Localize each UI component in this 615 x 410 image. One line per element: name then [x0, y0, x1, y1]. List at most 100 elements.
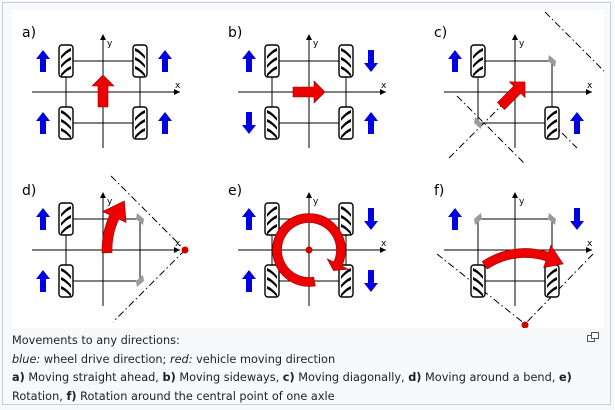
panel-b: b) x y — [228, 25, 387, 148]
panel-d-y-axis-head — [100, 192, 106, 198]
blue-text: wheel drive direction; — [40, 352, 170, 366]
panel-d-drive-arrow-rl — [36, 270, 50, 292]
panel-d-rail-2 — [112, 249, 186, 323]
caption-line-2: blue: wheel drive direction; red: vehicl… — [12, 351, 604, 370]
panel-a: a) x y — [22, 25, 181, 148]
item-b-key: b) — [162, 371, 176, 384]
item-b-text: Moving sideways, — [175, 371, 283, 384]
panel-b-y-label: y — [313, 39, 319, 49]
mecanum-diagram[interactable]: a)xyb)xyc)xyd)xye)xyf)xy — [12, 10, 604, 328]
panel-f-wheel-fl — [474, 213, 482, 225]
panel-c-rail-3 — [456, 95, 526, 165]
panel-d-wheel-fl — [58, 202, 74, 236]
panel-c-motion-arrow — [497, 81, 526, 110]
item-f-text: Rotation around the central point of one… — [76, 389, 335, 403]
panel-label-e: e) — [228, 183, 242, 199]
panel-a-wheel-fr — [132, 44, 148, 78]
panel-a-drive-arrow-rl — [36, 112, 50, 134]
panel-c-rail-2 — [544, 11, 604, 72]
panel-c-wheel-rr — [544, 106, 560, 140]
panel-c-x-label: x — [587, 81, 593, 91]
panel-e-wheel-rl — [264, 264, 280, 298]
panel-b-drive-arrow-fl — [242, 50, 256, 72]
caption-line-1: Movements to any directions: — [12, 334, 180, 347]
panel-b-drive-arrow-rl — [242, 112, 256, 134]
panel-b-y-axis-head — [306, 34, 312, 40]
panel-c-drive-arrow-fl — [448, 50, 462, 72]
enlarge-icon[interactable] — [587, 332, 599, 342]
panel-b-x-axis-head — [380, 89, 386, 95]
item-f-key: f) — [66, 389, 77, 403]
caption-line-3: a) Moving straight ahead, b) Moving side… — [12, 369, 604, 406]
panel-b-wheel-rr — [338, 106, 354, 140]
panel-e-y-axis-head — [306, 192, 312, 198]
panel-f-motion-arrow — [481, 244, 564, 270]
panel-f-drive-arrow-fl — [448, 208, 462, 230]
panel-e-drive-arrow-fl — [242, 208, 256, 230]
panel-f-y-label: y — [519, 197, 525, 207]
panel-d-x-axis-head — [174, 247, 180, 253]
blue-key: blue: — [12, 352, 41, 366]
panel-f-drive-arrow-fr — [570, 208, 584, 230]
panel-a-motion-arrow — [91, 74, 115, 108]
panel-label-f: f) — [434, 183, 444, 199]
item-e-key: e) — [558, 371, 572, 384]
panel-label-c: c) — [434, 25, 447, 41]
panel-d-drive-arrow-fl — [36, 208, 50, 230]
panel-a-drive-arrow-fl — [36, 50, 50, 72]
panel-a-x-axis-head — [174, 89, 180, 95]
panel-e-wheel-fr — [338, 202, 354, 236]
panel-e-x-label: x — [381, 239, 387, 249]
item-c-key: c) — [282, 371, 295, 384]
panel-d-pivot — [181, 246, 189, 254]
item-d-text: Moving around a bend, — [421, 371, 559, 384]
item-c-text: Moving diagonally, — [294, 371, 409, 384]
panel-c-x-axis-head — [586, 89, 592, 95]
panel-e-wheel-fl — [264, 202, 280, 236]
panel-c: c) x y — [434, 11, 604, 165]
panel-c-wheel-rl — [474, 117, 482, 129]
panel-c-y-label: y — [519, 39, 525, 49]
panel-a-wheel-fl — [58, 44, 74, 78]
panel-d-y-label: y — [107, 197, 113, 207]
panel-e-wheel-rr — [338, 264, 354, 298]
panel-b-drive-arrow-rr — [364, 112, 378, 134]
panel-e-motion-arrow — [272, 213, 350, 287]
item-e-text: Rotation, — [12, 389, 67, 403]
panel-b-wheel-fl — [264, 44, 280, 78]
panel-f-x-axis-head — [586, 247, 592, 253]
panel-b-wheel-fr — [338, 44, 354, 78]
item-d-key: d) — [408, 371, 422, 384]
panel-f-y-axis-head — [512, 192, 518, 198]
panel-f-x-label: x — [587, 239, 593, 249]
panel-d-wheel-fr — [136, 213, 144, 225]
panel-d-wheel-rr — [136, 275, 144, 287]
red-key: red: — [169, 352, 193, 366]
item-a-text: Moving straight ahead, — [24, 371, 163, 384]
panel-e-drive-arrow-rr — [364, 270, 378, 292]
panel-e-pivot — [305, 246, 313, 254]
figure-caption: Movements to any directions: blue: wheel… — [12, 332, 604, 406]
panel-a-x-label: x — [175, 81, 181, 91]
panel-e-drive-arrow-rl — [242, 270, 256, 292]
panel-f-wheel-fr — [548, 213, 556, 225]
panel-a-y-label: y — [107, 39, 113, 49]
panel-c-wheel-fr — [548, 55, 556, 67]
panel-d: d)xy — [22, 175, 189, 323]
panel-f: f) x y — [434, 183, 594, 328]
panel-e: e)xy — [228, 183, 387, 306]
panel-label-b: b) — [228, 25, 242, 41]
panel-b-motion-arrow — [292, 80, 326, 104]
panel-d-motion-arrow — [101, 200, 127, 254]
panel-b-wheel-rl — [264, 106, 280, 140]
panel-d-wheel-rl — [58, 264, 74, 298]
panel-c-wheel-fl — [470, 44, 486, 78]
panel-label-a: a) — [22, 25, 36, 41]
panel-a-wheel-rr — [132, 106, 148, 140]
panel-b-x-label: x — [381, 81, 387, 91]
item-a-key: a) — [12, 371, 25, 384]
panel-f-pivot — [521, 321, 529, 328]
panel-c-y-axis-head — [512, 34, 518, 40]
panel-a-drive-arrow-fr — [158, 50, 172, 72]
